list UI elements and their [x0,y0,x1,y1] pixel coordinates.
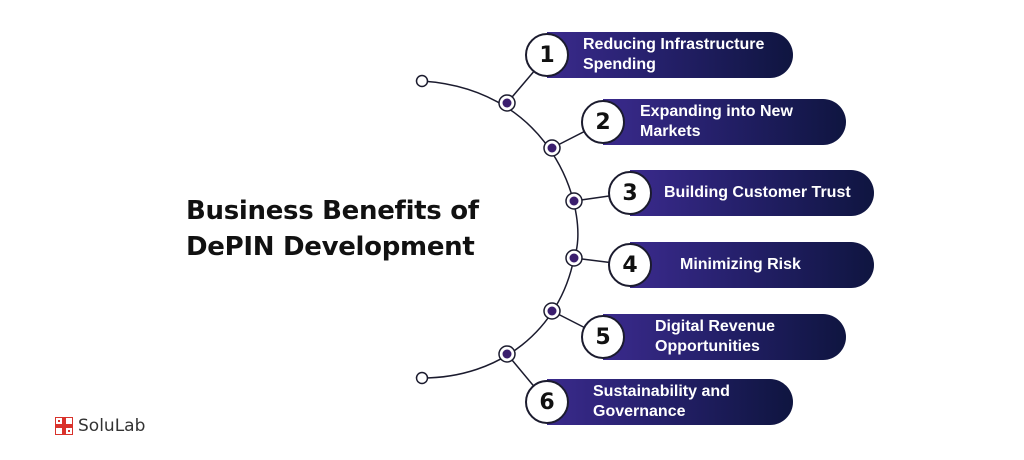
solulab-logo: SoluLab [55,416,145,436]
arc-end-dot [415,371,429,385]
node-1 [498,94,516,112]
arc-start-dot [415,74,429,88]
node-4 [565,249,583,267]
node-6 [498,345,516,363]
diagram-title: Business Benefits of DePIN Development [186,193,526,265]
benefit-pill-2: Expanding into New Markets [603,99,846,145]
benefit-label: Minimizing Risk [680,256,801,273]
benefit-pill-1: Reducing Infrastructure Spending [547,32,793,78]
benefit-pill-6: Sustainability and Governance [547,379,793,425]
logo-text: SoluLab [78,416,146,436]
benefit-label: Building Customer Trust [664,184,851,201]
title-line-1: Business Benefits of [186,196,479,226]
benefit-label: Sustainability and Governance [593,383,730,420]
benefit-pill-4: Minimizing Risk [630,242,874,288]
benefit-number-3: 3 [608,171,652,215]
benefit-number-6: 6 [525,380,569,424]
benefit-number-2: 2 [581,100,625,144]
title-line-2: DePIN Development [186,232,475,262]
node-5 [543,302,561,320]
benefit-pill-3: Building Customer Trust [630,170,874,216]
node-3 [565,192,583,210]
benefit-number-5: 5 [581,315,625,359]
benefit-pill-5: Digital Revenue Opportunities [603,314,846,360]
benefit-label: Expanding into New Markets [640,103,793,140]
node-2 [543,139,561,157]
benefit-number-4: 4 [608,243,652,287]
benefit-number-1: 1 [525,33,569,77]
benefit-label: Digital Revenue Opportunities [655,318,776,355]
solulab-logo-icon [55,417,73,435]
benefit-label: Reducing Infrastructure Spending [583,36,765,73]
